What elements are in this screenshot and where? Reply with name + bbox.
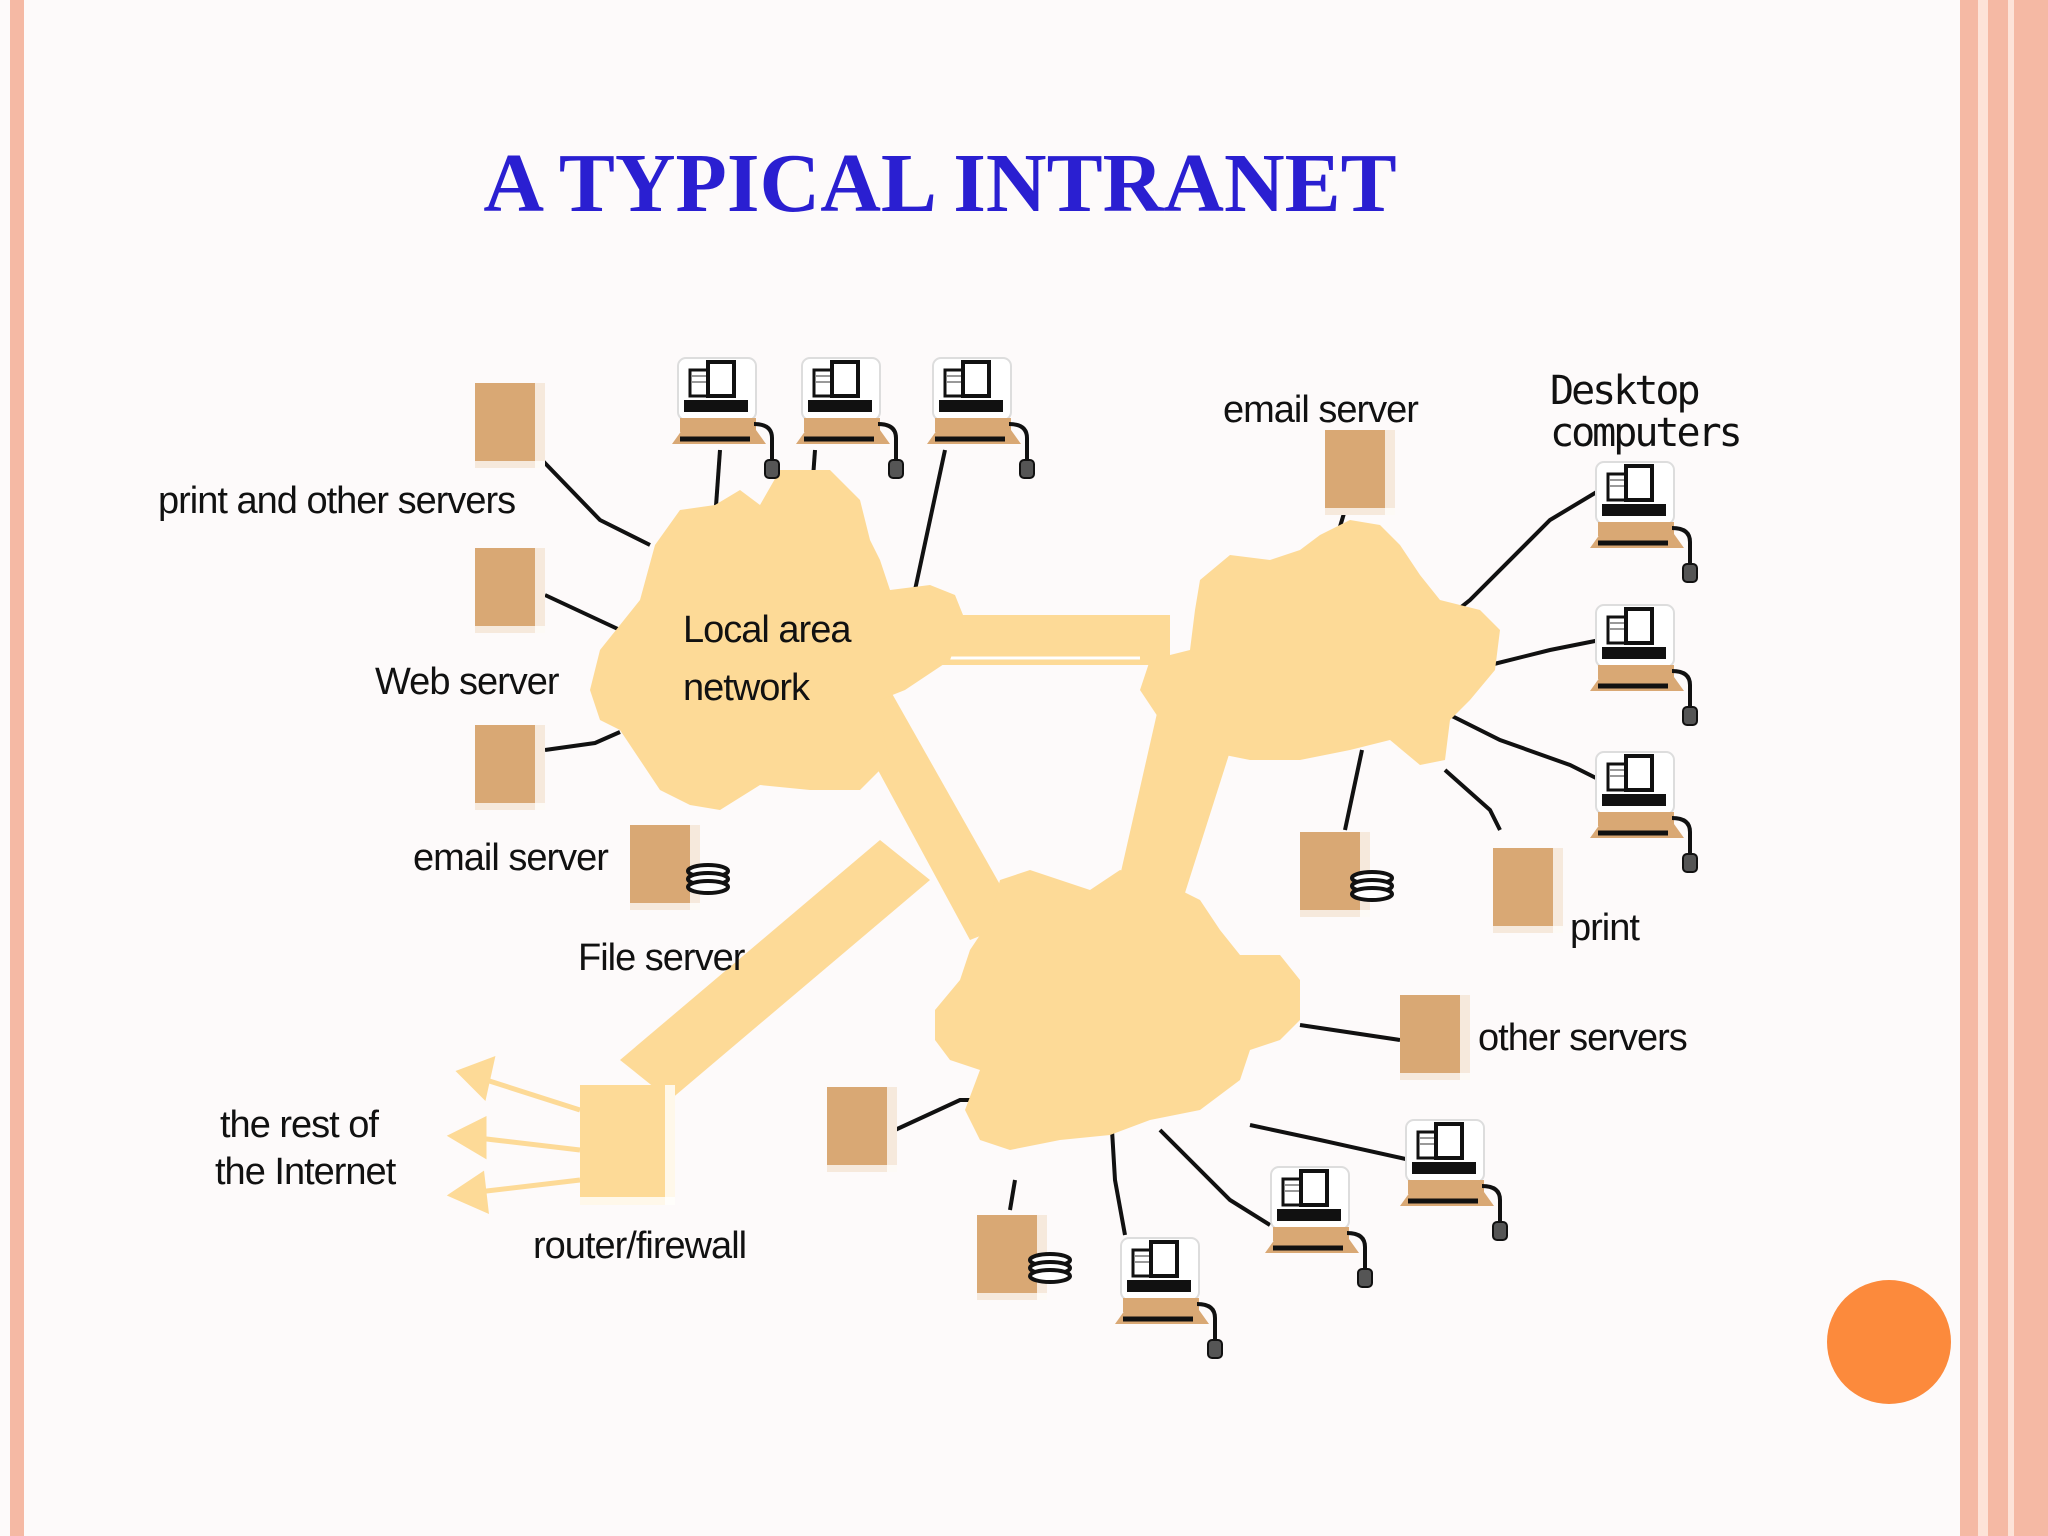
- label-lan-line2: network: [683, 667, 811, 709]
- desktop-computer-9: [1115, 1238, 1222, 1358]
- desktop-computer-1: [672, 358, 779, 478]
- server-bottom-left: [827, 1087, 897, 1172]
- desktop-computer-2: [796, 358, 903, 478]
- label-print-other-servers: print and other servers: [158, 480, 515, 522]
- desktop-computer-5: [1590, 605, 1697, 725]
- router-firewall-box: [580, 1085, 675, 1205]
- lan-cloud-bottom: [935, 870, 1300, 1150]
- server-email-right: [1325, 430, 1395, 515]
- label-rest-line2: the Internet: [215, 1151, 397, 1193]
- slide-title: A TYPICAL INTRANET: [483, 137, 1397, 230]
- label-email-server-left: email server: [413, 837, 609, 879]
- server-other: [1400, 995, 1470, 1080]
- label-desktop-line2: computers: [1550, 410, 1740, 456]
- internet-arrows: [446, 1056, 581, 1215]
- label-print: print: [1570, 907, 1640, 949]
- desktop-computer-4: [1590, 462, 1697, 582]
- disk-storage-bottom: [1028, 1252, 1072, 1284]
- label-email-server-right: email server: [1223, 389, 1419, 431]
- label-rest-line1: the rest of: [220, 1104, 379, 1146]
- label-other-servers: other servers: [1478, 1017, 1687, 1059]
- label-web-server: Web server: [375, 661, 560, 703]
- slide-frame-right-outer: [1988, 0, 2048, 1536]
- slide-frame-right-stripe: [1978, 0, 1988, 1536]
- desktop-computer-6: [1590, 752, 1697, 872]
- label-file-server: File server: [578, 937, 746, 979]
- disk-file-server: [686, 863, 730, 895]
- server-print-right: [1493, 848, 1563, 933]
- server-print-1: [475, 383, 545, 468]
- server-email-left: [475, 725, 545, 810]
- desktop-computer-7: [1400, 1120, 1507, 1240]
- lan-cloud-right: [1140, 520, 1500, 765]
- disk-storage-right: [1350, 870, 1394, 902]
- slide-frame-left: [10, 0, 24, 1536]
- label-desktop-line1: Desktop: [1550, 368, 1698, 414]
- lan-cloud-main: [590, 470, 965, 810]
- slide-frame-right: [1960, 0, 1978, 1536]
- desktop-computer-8: [1265, 1167, 1372, 1287]
- label-router-firewall: router/firewall: [533, 1225, 746, 1267]
- server-web: [475, 548, 545, 633]
- slide-accent-dot: [1827, 1280, 1951, 1404]
- label-lan-line1: Local area: [683, 609, 852, 651]
- slide-frame-right-outer-stripe: [2008, 0, 2014, 1536]
